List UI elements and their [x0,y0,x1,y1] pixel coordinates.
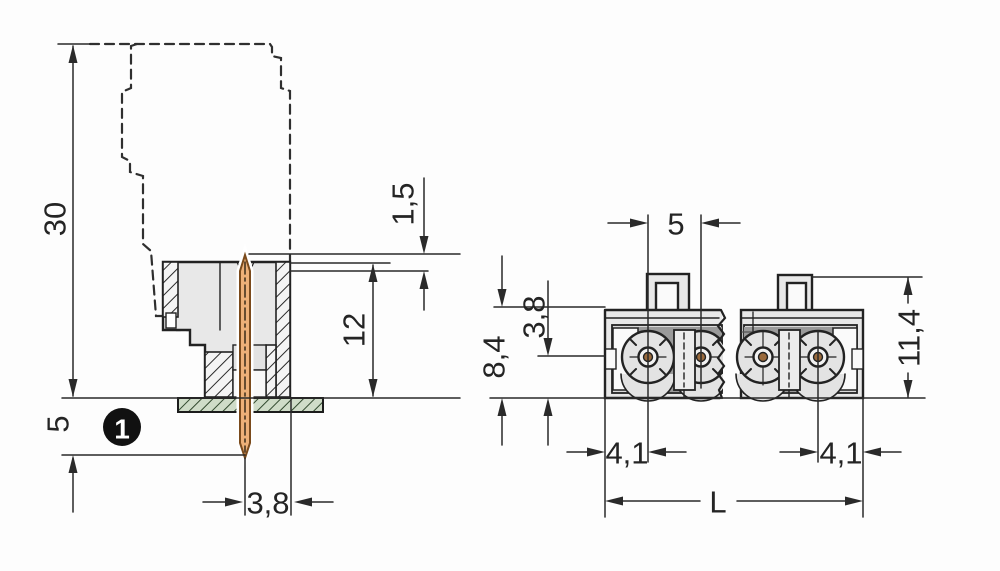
side-view: 30 5 12 1,5 3,8 [38,42,461,521]
dim-5-pitch-label: 5 [667,207,684,242]
dimension-12 [368,264,378,397]
dim-1-5-label: 1,5 [386,182,421,225]
callout-1-label: 1 [114,414,130,445]
dimension-30 [68,45,78,397]
dim-4-1-left-label: 4,1 [605,436,648,471]
dimension-8-4 [497,255,507,446]
dim-5-side-label: 5 [41,415,76,432]
dimension-11-4 [903,277,913,398]
dimension-3-8-side [202,497,334,507]
callout-1: 1 [103,408,141,446]
dimension-1-5 [419,177,429,311]
dim-11-4-label: 11,4 [892,309,927,367]
right-wall-hatch [275,261,291,398]
dim-4-1-right-label: 4,1 [819,436,862,471]
dim-3-8-front-label: 3,8 [517,295,552,338]
dim-3-8-side-label: 3,8 [246,486,289,521]
left-wall-hatch [162,261,179,318]
dimension-5-pitch [607,218,741,228]
connector-body-section [161,260,292,399]
break-edge [716,308,727,400]
front-view: 5 8,4 3,8 11,4 [477,207,927,520]
side-reference-lines [57,43,461,516]
dimension-4-1-right [779,447,902,457]
pin-cross-section [757,351,769,363]
dim-8-4-label: 8,4 [477,335,512,378]
front-block-right [735,273,865,402]
dimension-5-side [68,455,78,513]
dimension-3-8-front [543,280,553,446]
dimension-L [605,496,863,506]
dimension-4-1-left [566,447,687,457]
solder-pin [236,243,254,470]
front-block-left [603,272,740,402]
dim-30-label: 30 [38,202,73,236]
dim-12-label: 12 [337,313,372,347]
front-reference-lines [489,214,926,518]
dim-L-label: L [709,485,726,520]
